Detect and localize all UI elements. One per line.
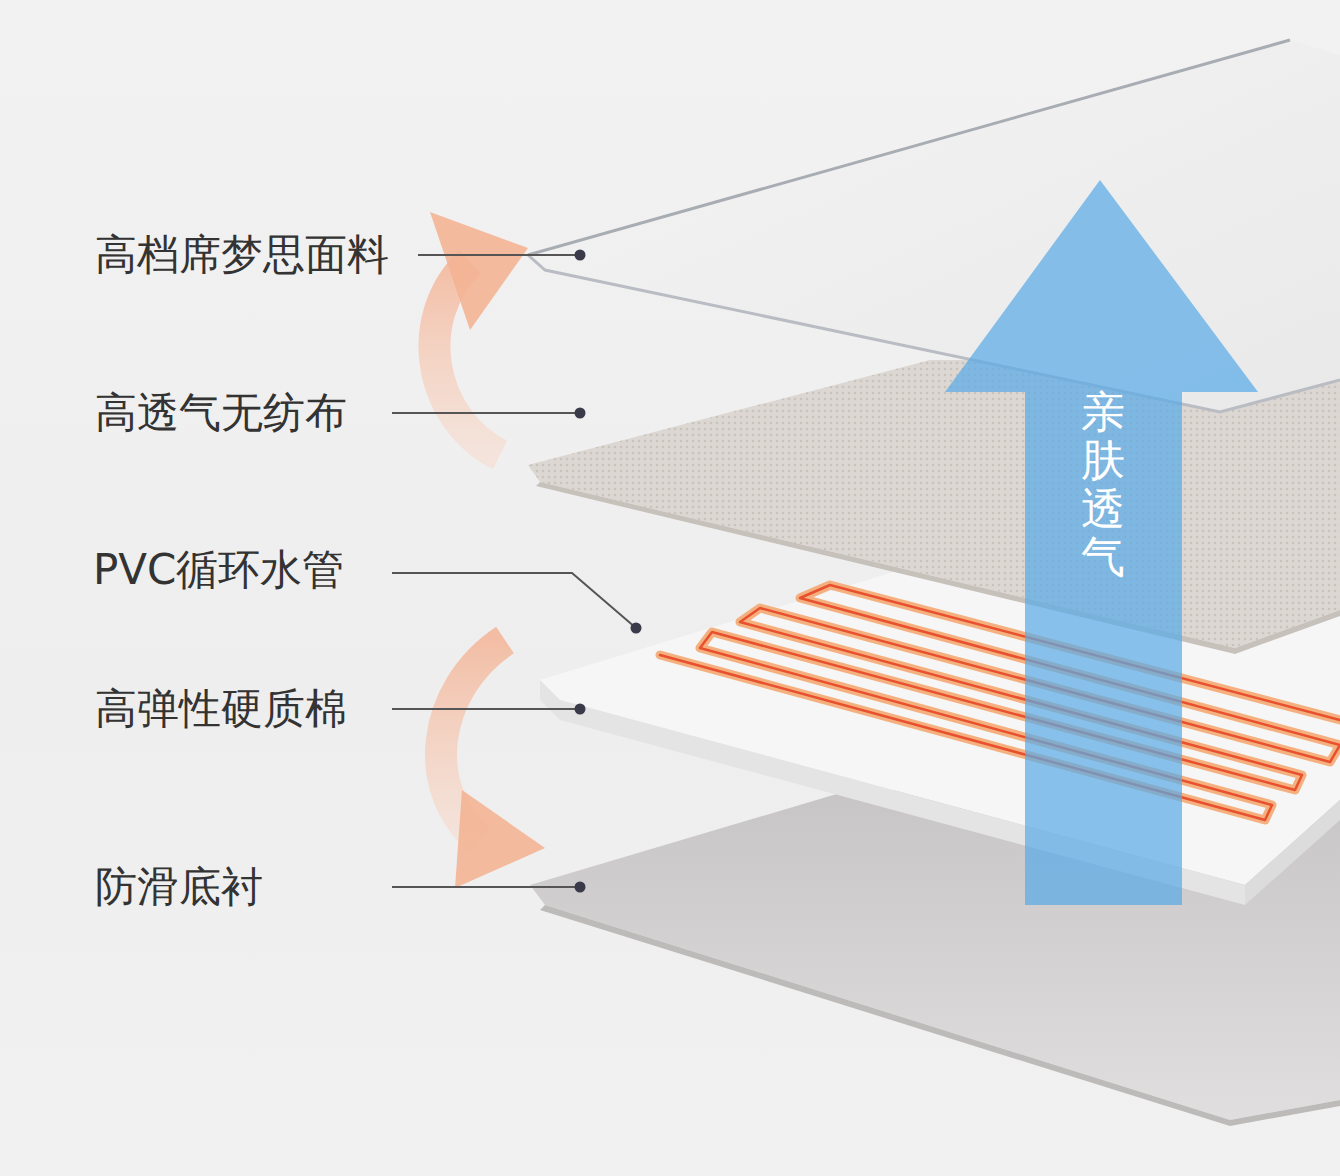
layer-label: 高档席梦思面料 — [95, 230, 389, 280]
arrow-label: 亲肤透气 — [1081, 388, 1125, 582]
layer-label: PVC循环水管 — [93, 545, 344, 595]
layer-label: 高透气无纺布 — [95, 388, 347, 438]
layer-label: 高弹性硬质棉 — [95, 684, 347, 734]
layer-label: 防滑底衬 — [95, 862, 263, 912]
